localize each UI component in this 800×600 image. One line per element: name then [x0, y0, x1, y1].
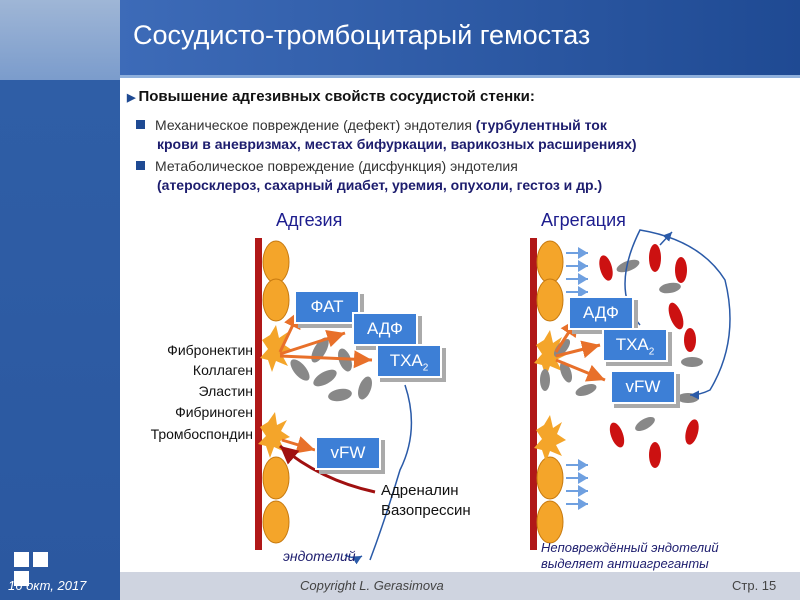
factor-label: Тромбоспондин: [150, 426, 253, 442]
right-note-line-2: выделяет антиагреганты: [541, 556, 709, 571]
sub2-text: Метаболическое повреждение (дисфункция) …: [155, 158, 518, 174]
vfw-label: vFW: [625, 377, 661, 396]
factor-label: Фибронектин: [167, 342, 253, 358]
feedback-curve-right: [624, 229, 731, 400]
sub1-bold-a: (турбулентный ток: [475, 117, 607, 133]
hormone-label: Вазопрессин: [381, 502, 471, 519]
feedback-arrow-right: [659, 231, 673, 246]
txa-label: TXA: [615, 335, 649, 354]
square-bullet-icon: [136, 161, 145, 170]
endothelial-cells-left: [262, 240, 290, 544]
vessel-wall-right: [530, 238, 537, 550]
endothelial-cells-right: [536, 240, 564, 544]
sub2-bold: (атеросклероз, сахарный диабет, уремия, …: [157, 177, 603, 193]
fat-label: ФАТ: [310, 297, 344, 316]
adhesion-title: Адгезия: [276, 210, 343, 230]
decor-square: [14, 552, 29, 567]
feedback-curve-left: [369, 384, 413, 561]
damage-star-icon: [534, 415, 566, 462]
txa-label: TXA: [389, 351, 423, 370]
factor-label: Коллаген: [192, 362, 253, 378]
txa2-box-left: TXA2: [376, 344, 442, 378]
main-bullet-text: Повышение адгезивных свойств сосудистой …: [138, 88, 535, 105]
factor-label: Фибриноген: [175, 404, 253, 420]
vfw-box-right: vFW: [610, 370, 676, 404]
adp-label: АДФ: [583, 303, 619, 322]
txa-sub: 2: [422, 362, 429, 374]
decor-square: [14, 571, 29, 586]
sub-bullet-2: Метаболическое повреждение (дисфункция) …: [136, 157, 602, 195]
sub-bullet-1: Механическое повреждение (дефект) эндоте…: [136, 116, 637, 154]
red-blood-cells: [599, 244, 699, 468]
footer-page: Стр. 15: [732, 578, 777, 593]
adp-box-left: АДФ: [352, 312, 418, 346]
sub1-bold-b: крови в аневризмах, местах бифуркации, в…: [157, 136, 637, 152]
vfw-box-left: vFW: [315, 436, 381, 470]
hormone-arrow: [279, 444, 376, 494]
antiaggregant-arrows: [566, 247, 588, 510]
slide-title: Сосудисто-тромбоцитарый гемостаз: [133, 20, 591, 50]
decor-square: [33, 552, 48, 567]
main-bullet: ▶Повышение адгезивных свойств сосудистой…: [127, 88, 535, 105]
footer-copyright: Copyright L. Gerasimova: [300, 578, 444, 593]
right-note-line-1: Неповреждённый эндотелий: [541, 540, 719, 555]
sub1-text: Механическое повреждение (дефект) эндоте…: [155, 117, 476, 133]
vfw-label: vFW: [330, 443, 366, 462]
footer-bar: 16 окт, 2017 Copyright L. Gerasimova Стр…: [8, 572, 800, 600]
vessel-wall-left: [255, 238, 262, 550]
aggregation-title: Агрегация: [541, 210, 626, 230]
adp-label: АДФ: [367, 319, 403, 338]
factor-label: Эластин: [198, 383, 253, 399]
damage-star-icon: [534, 330, 566, 377]
footer-date: 16 окт, 2017: [8, 578, 87, 593]
feedback-arrow-left: [344, 554, 363, 565]
fat-box: ФАТ: [294, 290, 360, 324]
left-decor-bar: [0, 0, 120, 600]
adp-box-right: АДФ: [568, 296, 634, 330]
txa-sub: 2: [648, 346, 655, 358]
damage-star-icon: [260, 325, 292, 372]
txa2-box-right: TXA2: [602, 328, 668, 362]
hormone-label: Адреналин: [381, 482, 459, 499]
endothelium-label: эндотелий: [283, 548, 356, 564]
bullet-arrow-icon: ▶: [127, 92, 136, 104]
title-band: [120, 0, 800, 78]
square-bullet-icon: [136, 120, 145, 129]
